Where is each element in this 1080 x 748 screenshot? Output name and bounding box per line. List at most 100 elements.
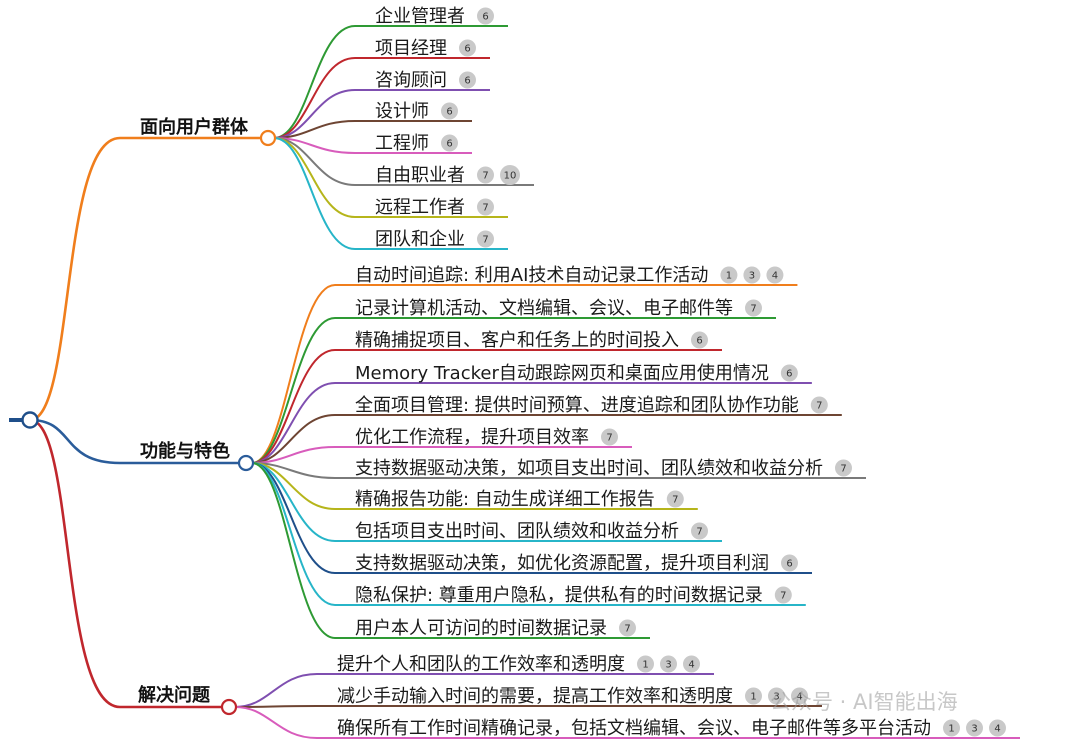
badge-text-problems-1-2: 4 <box>796 692 802 703</box>
badge-text-features-1-0: 7 <box>750 304 756 315</box>
badge-text-problems-0-0: 1 <box>642 660 648 671</box>
badge-text-users-3-0: 6 <box>446 107 452 118</box>
badge-users-2-0 <box>459 71 476 89</box>
connector-lines <box>9 25 1020 739</box>
badge-text-features-11-0: 7 <box>624 624 630 635</box>
badge-text-problems-2-0: 1 <box>948 724 954 735</box>
badge-text-users-6-0: 7 <box>482 203 488 214</box>
badge-text-features-10-0: 7 <box>780 591 786 602</box>
leaf-label-features-10: 隐私保护: 尊重用户隐私，提供私有的时间数据记录 <box>355 585 763 606</box>
badge-text-features-8-0: 7 <box>696 527 702 538</box>
badge-text-problems-2-2: 4 <box>994 724 1000 735</box>
leaf-link-features-7 <box>251 462 698 510</box>
badge-problems-2-1 <box>966 719 983 737</box>
leaf-link-users-1 <box>273 57 490 139</box>
badge-problems-0-2 <box>683 655 700 673</box>
badge-features-10-0 <box>774 586 792 604</box>
badge-problems-1-1 <box>768 687 785 705</box>
badge-features-7-0 <box>666 490 684 508</box>
leaf-label-features-7: 精确报告功能: 自动生成详细工作报告 <box>355 489 655 510</box>
badge-text-users-2-0: 6 <box>464 76 470 87</box>
badge-text-features-9-0: 6 <box>786 559 792 570</box>
badge-text-features-5-0: 7 <box>606 433 612 444</box>
leaf-label-features-0: 自动时间追踪: 利用AI技术自动记录工作活动 <box>355 265 708 286</box>
leaf-label-features-11: 用户本人可访问的时间数据记录 <box>355 618 607 639</box>
badge-text-users-7-0: 7 <box>482 235 488 246</box>
branch-label-problems: 解决问题 <box>138 684 211 706</box>
badge-text-features-0-0: 1 <box>726 271 732 282</box>
badge-problems-2-0 <box>943 719 960 737</box>
leaf-label-problems-0: 提升个人和团队的工作效率和透明度 <box>337 654 625 675</box>
badge-text-users-4-0: 6 <box>446 139 452 150</box>
branch-node-problems[interactable] <box>220 698 238 716</box>
leaf-label-features-3: Memory Tracker自动跟踪网页和桌面应用使用情况 <box>355 363 769 384</box>
badge-features-5-0 <box>601 428 618 446</box>
badge-problems-1-2 <box>791 687 808 705</box>
badge-features-0-0 <box>720 266 738 284</box>
branch-label-features: 功能与特色 <box>140 440 230 462</box>
leaf-label-problems-2: 确保所有工作时间精确记录，包括文档编辑、会议、电子邮件等多平台活动 <box>337 718 931 739</box>
leaf-link-users-4 <box>273 137 472 154</box>
leaf-link-features-2 <box>251 349 722 464</box>
leaf-link-features-11 <box>251 462 650 639</box>
badge-text-problems-2-1: 3 <box>971 724 977 735</box>
leaf-link-features-4 <box>251 414 842 464</box>
leaf-link-users-2 <box>273 89 490 139</box>
leaf-label-users-1: 项目经理 <box>375 38 447 59</box>
badge-text-features-6-0: 7 <box>840 464 846 475</box>
badge-problems-0-1 <box>660 655 677 673</box>
badge-problems-0-0 <box>637 655 654 673</box>
leaf-label-features-6: 支持数据驱动决策，如项目支出时间、团队绩效和收益分析 <box>355 458 823 479</box>
badge-features-1-0 <box>745 299 762 317</box>
leaf-link-users-7 <box>273 137 508 250</box>
badge-text-users-5-1: 10 <box>504 171 517 182</box>
leaf-label-users-3: 设计师 <box>375 101 429 122</box>
badge-problems-2-2 <box>989 719 1006 737</box>
root-node[interactable] <box>21 411 39 429</box>
badge-problems-1-0 <box>745 687 762 705</box>
badge-text-features-7-0: 7 <box>672 495 678 506</box>
leaf-link-problems-0 <box>234 673 714 708</box>
badge-text-users-1-0: 6 <box>464 44 470 55</box>
badge-users-0-0 <box>477 7 494 25</box>
badge-text-features-2-0: 6 <box>696 336 702 347</box>
badge-features-3-0 <box>780 364 798 382</box>
leaf-link-features-0 <box>251 284 798 464</box>
badge-features-0-1 <box>743 266 761 284</box>
badge-features-2-0 <box>691 331 708 349</box>
badge-users-7-0 <box>477 230 494 248</box>
leaf-link-features-6 <box>251 462 866 479</box>
leaf-label-features-2: 精确捕捉项目、客户和任务上的时间投入 <box>355 330 679 351</box>
badge-text-features-0-1: 3 <box>749 271 755 282</box>
badge-text-problems-0-1: 3 <box>665 660 671 671</box>
leaf-label-users-2: 咨询顾问 <box>375 70 447 91</box>
badge-users-3-0 <box>441 102 458 120</box>
branch-node-features[interactable] <box>237 454 255 472</box>
leaf-label-users-5: 自由职业者 <box>375 165 465 186</box>
leaf-link-features-1 <box>251 317 776 464</box>
branch-link-problems <box>29 418 229 709</box>
leaf-label-users-4: 工程师 <box>375 133 429 154</box>
badge-features-11-0 <box>619 619 636 637</box>
leaf-label-users-0: 企业管理者 <box>375 6 465 27</box>
badge-text-problems-0-2: 4 <box>688 660 694 671</box>
badge-users-5-0 <box>477 166 494 184</box>
branch-node-users[interactable] <box>259 129 277 147</box>
leaf-link-features-10 <box>251 462 806 606</box>
badge-users-5-1 <box>500 165 520 185</box>
badge-features-0-2 <box>766 266 784 284</box>
badge-users-4-0 <box>441 134 458 152</box>
leaf-label-features-5: 优化工作流程，提升项目效率 <box>355 427 589 448</box>
leaf-link-users-5 <box>273 137 534 186</box>
leaf-label-features-8: 包括项目支出时间、团队绩效和收益分析 <box>355 521 679 542</box>
branch-link-features <box>29 418 246 465</box>
leaf-link-problems-2 <box>234 706 1020 739</box>
badge-text-problems-1-1: 3 <box>773 692 779 703</box>
leaf-link-users-3 <box>273 120 472 139</box>
leaf-link-features-3 <box>251 382 812 464</box>
badge-text-features-4-0: 7 <box>816 401 822 412</box>
leaf-link-features-5 <box>251 446 632 464</box>
watermark-text: 公众号 · AI智能出海 <box>770 690 958 714</box>
badge-text-problems-1-0: 1 <box>750 692 756 703</box>
leaf-link-users-0 <box>273 25 508 139</box>
